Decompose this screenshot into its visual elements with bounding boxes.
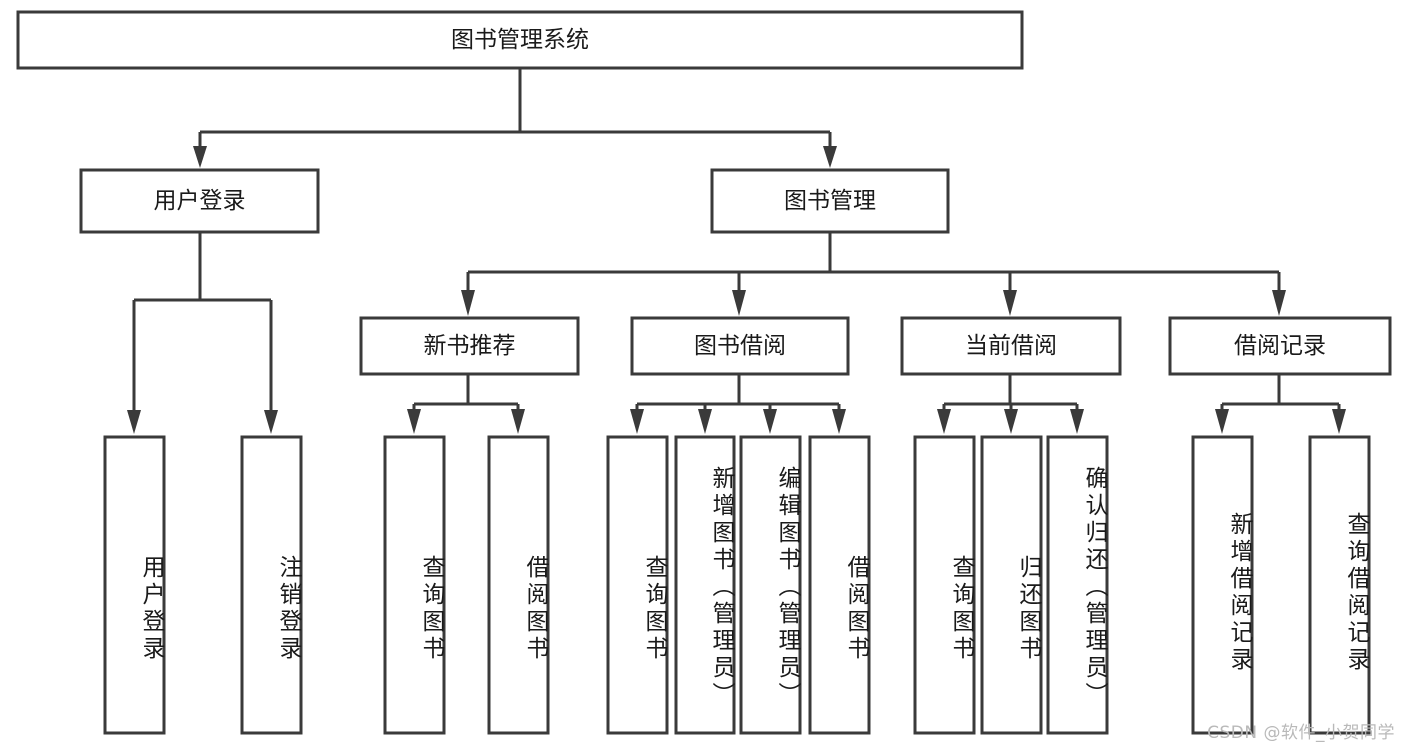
node-box-leaf-return-book[interactable] [980,435,1043,735]
node-box-leaf-borrow-book-2[interactable] [808,435,871,735]
arrow-head-current-borrow [1003,290,1017,316]
arrow-head-leaf-book-borrow-4 [832,409,846,434]
node-box-leaf-add-book-admin[interactable] [674,435,736,735]
node-box-borrow-record[interactable] [1168,316,1392,376]
arrow-head-leaf-current-borrow-1 [937,409,951,434]
node-box-root[interactable] [16,10,1024,70]
node-box-leaf-add-borrow-record[interactable] [1191,435,1254,735]
arrow-head-new-book [461,290,475,316]
arrow-head-user-login [193,146,207,168]
node-box-user-login[interactable] [79,168,320,234]
node-box-new-book-recommend[interactable] [359,316,580,376]
node-box-book-manage[interactable] [710,168,950,234]
arrow-head-leaf-book-borrow-1 [630,409,644,434]
arrow-head-leaf-book-borrow-2 [698,409,712,434]
node-box-leaf-user-login[interactable] [103,435,166,735]
arrow-head-leaf-current-borrow-2 [1004,409,1018,434]
node-box-leaf-borrow-book-1[interactable] [487,435,550,735]
arrow-head-book-manage [823,146,837,168]
node-box-book-borrow[interactable] [630,316,850,376]
arrow-head-leaf-new-book-1 [407,409,421,434]
arrow-head-leaf-book-borrow-3 [763,409,777,434]
node-box-leaf-query-book-1[interactable] [383,435,446,735]
arrow-head-leaf-new-book-2 [511,409,525,434]
node-box-leaf-query-borrow-record[interactable] [1308,435,1371,735]
arrow-head-leaf-current-borrow-3 [1070,409,1084,434]
node-box-leaf-edit-book-admin[interactable] [739,435,802,735]
node-box-current-borrow[interactable] [900,316,1122,376]
arrow-head-book-borrow [732,290,746,316]
arrow-head-leaf-user-login-1 [127,410,141,434]
node-box-leaf-logout[interactable] [240,435,303,735]
node-box-leaf-query-book-2[interactable] [606,435,669,735]
arrow-head-borrow-record [1272,290,1286,316]
arrow-head-leaf-borrow-record-2 [1332,409,1346,434]
node-box-leaf-query-book-3[interactable] [913,435,976,735]
arrow-head-leaf-user-login-2 [264,410,278,434]
node-box-leaf-confirm-return-admin[interactable] [1046,435,1109,735]
arrow-head-leaf-borrow-record-1 [1215,409,1229,434]
watermark-text: CSDN @软件_小贺同学 [1207,723,1395,743]
